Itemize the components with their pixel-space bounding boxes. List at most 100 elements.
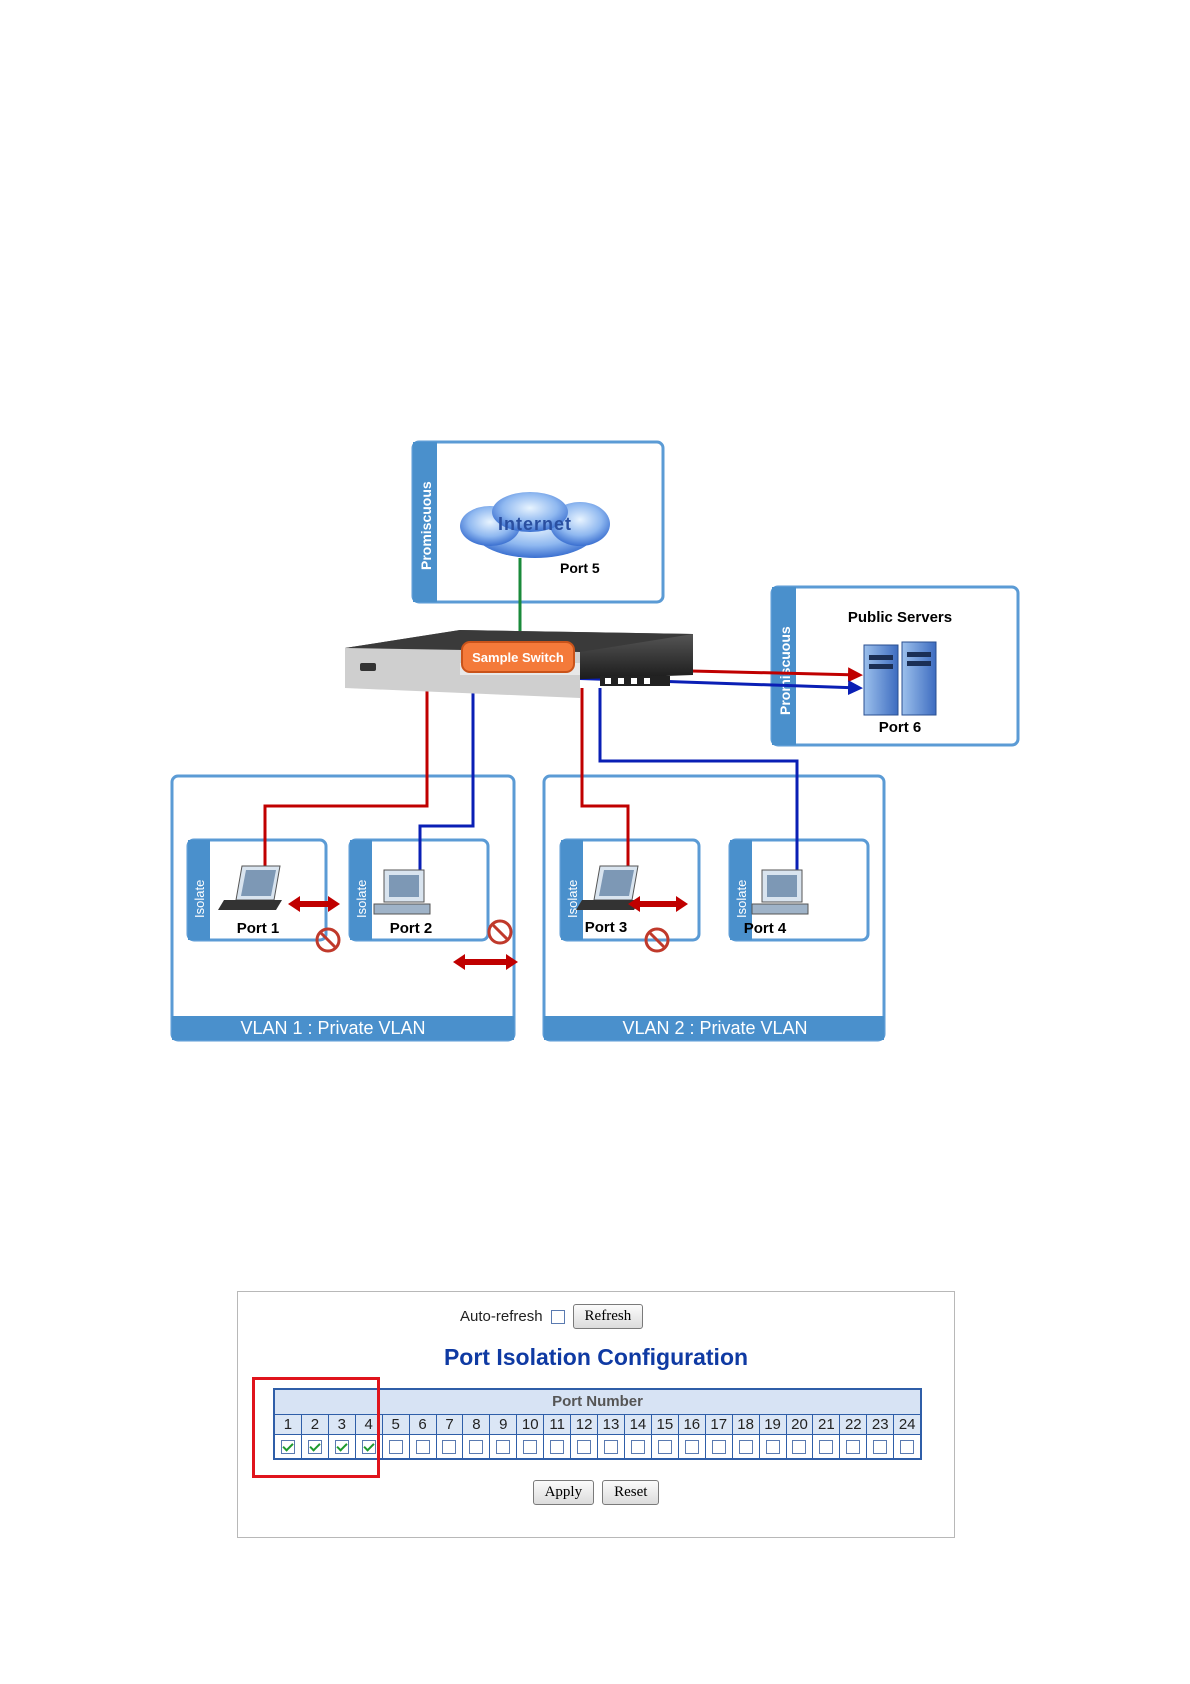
port-checkbox-cell (463, 1435, 491, 1458)
port-number-cell: 8 (463, 1415, 491, 1435)
port-number-cell: 20 (786, 1415, 814, 1435)
internet-promiscuous-box: Promiscuous Internet Port 5 (411, 440, 665, 604)
public-servers-label: Public Servers (848, 609, 952, 626)
port-checkbox-cell (678, 1435, 706, 1458)
internet-cloud-icon (460, 492, 610, 558)
port-number-cell: 1 (275, 1415, 302, 1435)
port-9-checkbox[interactable] (496, 1439, 511, 1454)
apply-button[interactable]: Apply (532, 1480, 595, 1505)
port-3-checkbox[interactable] (334, 1439, 349, 1454)
port-24-checkbox[interactable] (900, 1439, 915, 1454)
port-number-cell: 19 (759, 1415, 787, 1435)
port-number-cell: 21 (813, 1415, 841, 1435)
port-checkbox-cell (840, 1435, 868, 1458)
port-21-checkbox[interactable] (819, 1439, 834, 1454)
port-12-checkbox[interactable] (577, 1439, 592, 1454)
port-16-checkbox[interactable] (684, 1439, 699, 1454)
port-6-checkbox[interactable] (415, 1439, 430, 1454)
isolate-label: Isolate (734, 880, 749, 918)
auto-refresh-checkbox[interactable] (550, 1309, 565, 1324)
internet-label: Internet (498, 514, 572, 534)
port-number-cell: 16 (678, 1415, 706, 1435)
port-13-checkbox[interactable] (604, 1439, 619, 1454)
port-checkbox-cell (598, 1435, 625, 1458)
port-19-checkbox[interactable] (765, 1439, 780, 1454)
promiscuous-label-servers: Promiscuous (777, 626, 793, 715)
public-servers-promiscuous-box: Promiscuous Public Servers Port 6 (770, 585, 1020, 747)
port-number-cell: 15 (651, 1415, 679, 1435)
page-title: Port Isolation Configuration (443, 1344, 749, 1370)
reset-button[interactable]: Reset (602, 1480, 660, 1505)
refresh-button[interactable]: Refresh (572, 1304, 644, 1329)
auto-refresh-label: Auto-refresh (460, 1308, 543, 1325)
blocked-arrow-port3-port4 (628, 896, 688, 912)
port-checkbox-cell (894, 1435, 921, 1458)
port-isolation-panel: Auto-refresh Refresh Port Isolation Conf… (237, 1291, 955, 1538)
port-number-cell: 18 (732, 1415, 760, 1435)
port-number-cell: 4 (355, 1415, 383, 1435)
port-20-checkbox[interactable] (792, 1439, 807, 1454)
port-number-cell: 10 (517, 1415, 545, 1435)
port-number-cell: 24 (894, 1415, 921, 1435)
port-number-cell: 11 (544, 1415, 572, 1435)
blocked-arrow-port1-port2 (288, 896, 340, 912)
form-actions: Apply Reset (238, 1480, 954, 1505)
port-checkbox-cell (867, 1435, 895, 1458)
port-8-checkbox[interactable] (469, 1439, 484, 1454)
port-checkbox-row (275, 1435, 921, 1458)
port-checkbox-cell (517, 1435, 545, 1458)
laptop-icon-port3 (576, 865, 640, 910)
switch-label: Sample Switch (472, 650, 564, 665)
port-22-checkbox[interactable] (846, 1439, 861, 1454)
port-checkbox-cell (759, 1435, 787, 1458)
port-7-checkbox[interactable] (442, 1439, 457, 1454)
block-icon (315, 927, 341, 953)
block-icon (487, 919, 513, 945)
port-checkbox-cell (436, 1435, 464, 1458)
port-2-checkbox[interactable] (307, 1439, 322, 1454)
port-checkbox-cell (705, 1435, 733, 1458)
port-checkbox-cell (382, 1435, 410, 1458)
port-checkbox-cell (328, 1435, 356, 1458)
private-vlan-diagram: Promiscuous Internet Port 5 Promiscuous … (170, 440, 1020, 1042)
port-number-cell: 5 (382, 1415, 410, 1435)
port-11-checkbox[interactable] (550, 1439, 565, 1454)
isolate-label: Isolate (354, 880, 369, 918)
port4-label: Port 4 (744, 920, 787, 937)
port-checkbox-cell (624, 1435, 652, 1458)
port-number-cell: 23 (867, 1415, 895, 1435)
server-icon (863, 641, 937, 716)
auto-refresh-bar: Auto-refresh Refresh (460, 1304, 644, 1329)
port-18-checkbox[interactable] (738, 1439, 753, 1454)
port-number-cell: 6 (409, 1415, 437, 1435)
port-10-checkbox[interactable] (523, 1439, 538, 1454)
port-1-checkbox[interactable] (280, 1439, 295, 1454)
port-checkbox-cell (301, 1435, 329, 1458)
port-checkbox-cell (813, 1435, 841, 1458)
port3-label: Port 3 (585, 919, 628, 936)
port-number-cell: 12 (571, 1415, 599, 1435)
port-checkbox-cell (786, 1435, 814, 1458)
port-number-cell: 2 (301, 1415, 329, 1435)
port6-label: Port 6 (879, 719, 922, 736)
port-checkbox-cell (409, 1435, 437, 1458)
promiscuous-label-top: Promiscuous (418, 481, 434, 570)
port-15-checkbox[interactable] (657, 1439, 672, 1454)
vlan2-label: VLAN 2 : Private VLAN (622, 1018, 807, 1038)
desktop-icon-port2 (373, 869, 431, 915)
port-4-checkbox[interactable] (361, 1439, 376, 1454)
port-5-checkbox[interactable] (388, 1439, 403, 1454)
port-checkbox-cell (544, 1435, 572, 1458)
port-number-cell: 14 (624, 1415, 652, 1435)
port-23-checkbox[interactable] (873, 1439, 888, 1454)
port2-label: Port 2 (390, 920, 433, 937)
vlan1-label: VLAN 1 : Private VLAN (240, 1018, 425, 1038)
port-14-checkbox[interactable] (630, 1439, 645, 1454)
port-17-checkbox[interactable] (711, 1439, 726, 1454)
port-number-header: Port Number (275, 1390, 920, 1415)
port-number-cell: 7 (436, 1415, 464, 1435)
port-number-cell: 13 (598, 1415, 625, 1435)
port5-label: Port 5 (560, 560, 600, 576)
